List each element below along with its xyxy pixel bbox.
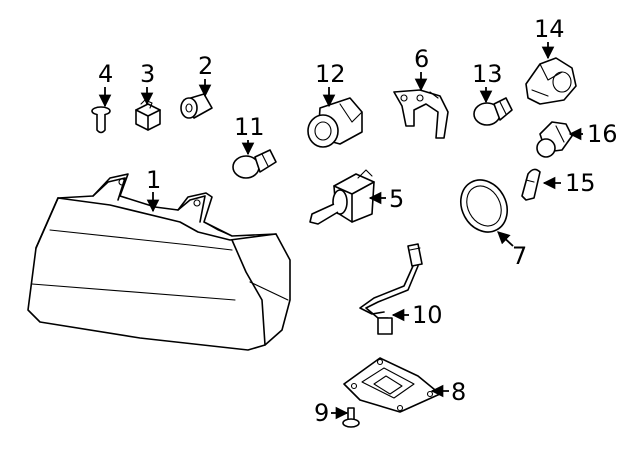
callout-label-8: 8 — [451, 378, 466, 406]
headlamp-assembly-part — [27, 173, 291, 351]
callout-14: 14 — [534, 15, 565, 60]
callout-label-7: 7 — [512, 242, 527, 270]
callout-label-10: 10 — [412, 301, 443, 329]
callout-label-13: 13 — [472, 60, 503, 88]
push-pin-part — [91, 106, 111, 134]
callout-label-14: 14 — [534, 15, 565, 43]
callout-label-3: 3 — [140, 60, 155, 88]
callout-label-9: 9 — [314, 399, 329, 427]
callout-10: 10 — [391, 301, 443, 329]
callout-5: 5 — [368, 185, 404, 213]
callout-4: 4 — [98, 60, 113, 108]
socket-bulb-part — [536, 121, 573, 158]
callout-8: 8 — [430, 378, 466, 406]
callout-9: 9 — [314, 399, 349, 427]
callout-13: 13 — [472, 60, 503, 104]
callout-label-16: 16 — [587, 120, 618, 148]
callout-label-4: 4 — [98, 60, 113, 88]
callout-12: 12 — [315, 60, 346, 108]
callout-1: 1 — [146, 166, 161, 213]
callout-label-11: 11 — [234, 113, 265, 141]
callout-label-2: 2 — [198, 52, 213, 80]
grommet-part — [180, 93, 213, 119]
callout-label-15: 15 — [565, 169, 596, 197]
mounting-bracket-part — [393, 89, 449, 139]
callout-7: 7 — [497, 231, 527, 270]
callout-label-5: 5 — [389, 185, 404, 213]
callout-label-12: 12 — [315, 60, 346, 88]
marker-bulb-part — [232, 149, 277, 179]
seal-ring-part — [460, 179, 508, 233]
bulb-socket-part — [307, 97, 363, 148]
turn-signal-bulb-part — [473, 97, 513, 126]
callout-2: 2 — [198, 52, 213, 98]
callout-3: 3 — [140, 60, 155, 106]
mounting-plate-part — [343, 357, 441, 413]
callout-15: 15 — [542, 169, 596, 197]
callout-label-6: 6 — [414, 45, 429, 73]
callout-6: 6 — [414, 45, 429, 92]
connector-socket-part — [525, 57, 577, 105]
callout-16: 16 — [568, 120, 618, 148]
wiring-harness-part — [359, 243, 423, 335]
clip-nut-part — [135, 99, 161, 131]
callout-11: 11 — [234, 113, 265, 156]
screw-part — [342, 407, 360, 428]
hid-bulb-part — [309, 169, 375, 225]
callout-label-1: 1 — [146, 166, 161, 194]
wedge-bulb-part — [521, 168, 541, 201]
